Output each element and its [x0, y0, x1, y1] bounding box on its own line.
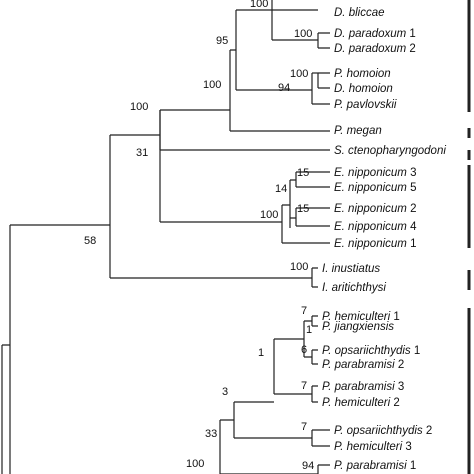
support-value: 100 — [290, 261, 308, 273]
taxon-label: P. hemiculteri 3 — [334, 441, 412, 453]
support-value: 58 — [84, 235, 96, 247]
support-values: 100 100 95 100 94 100 100 31 15 14 15 10… — [84, 0, 314, 472]
taxon-label: I. inustiatus — [322, 263, 380, 275]
taxon-label: P. opsariichthydis 2 — [334, 425, 432, 437]
taxon-label: E. nipponicum 1 — [334, 238, 416, 250]
taxon-label: E. nipponicum 2 — [334, 203, 416, 215]
taxon-label: E. nipponicum 5 — [334, 182, 416, 194]
taxon-label: P. jiangxiensis — [322, 321, 394, 333]
support-value: 100 — [250, 0, 268, 10]
support-value: 100 — [294, 28, 312, 40]
support-value: 31 — [136, 147, 148, 159]
taxon-label: E. nipponicum 3 — [334, 167, 416, 179]
support-value: 15 — [297, 203, 309, 215]
support-value: 100 — [130, 101, 148, 113]
taxon-label: P. parabramisi 3 — [322, 381, 404, 393]
support-value: 100 — [186, 458, 204, 470]
support-value: 94 — [278, 82, 290, 94]
support-value: 100 — [290, 68, 308, 80]
taxon-label: D. paradoxum 2 — [334, 43, 416, 55]
support-value: 6 — [301, 344, 307, 356]
support-value: 95 — [216, 35, 228, 47]
support-value: 15 — [297, 167, 309, 179]
support-value: 100 — [260, 209, 278, 221]
support-value: 7 — [301, 380, 307, 392]
tree-branches — [1, 0, 330, 474]
taxon-label: D. bliccae — [334, 7, 385, 19]
support-value: 33 — [205, 428, 217, 440]
taxon-label: D. paradoxum 1 — [334, 28, 416, 40]
taxon-label: P. hemiculteri 2 — [322, 397, 400, 409]
taxon-label: D. homoion — [334, 83, 393, 95]
taxon-labels: D. bliccae D. paradoxum 2 D. paradoxum 1 P.… — [322, 7, 446, 472]
taxon-label: P. parabramisi 2 — [322, 359, 404, 371]
taxon-label: P. megan — [334, 125, 382, 137]
support-value: 3 — [222, 386, 228, 398]
support-value: 14 — [275, 183, 287, 195]
taxon-label: P. hemiculteri 1 — [322, 311, 400, 323]
support-value: 94 — [302, 460, 314, 472]
taxon-label: P. parabramisi 1 — [334, 460, 416, 472]
taxon-label: P. homoion — [334, 68, 391, 80]
taxon-label: I. aritichthysi — [322, 282, 386, 294]
support-value: 1 — [258, 347, 264, 359]
support-value: 7 — [301, 421, 307, 433]
support-value: 1 — [306, 324, 312, 336]
taxon-label: S. ctenopharyngodoni — [334, 145, 446, 157]
taxon-label: P. opsariichthydis 1 — [322, 345, 420, 357]
taxon-label: E. nipponicum 4 — [334, 221, 417, 233]
taxon-label: P. pavlovskii — [334, 99, 397, 111]
support-value: 100 — [203, 79, 221, 91]
support-value: 7 — [301, 305, 307, 317]
